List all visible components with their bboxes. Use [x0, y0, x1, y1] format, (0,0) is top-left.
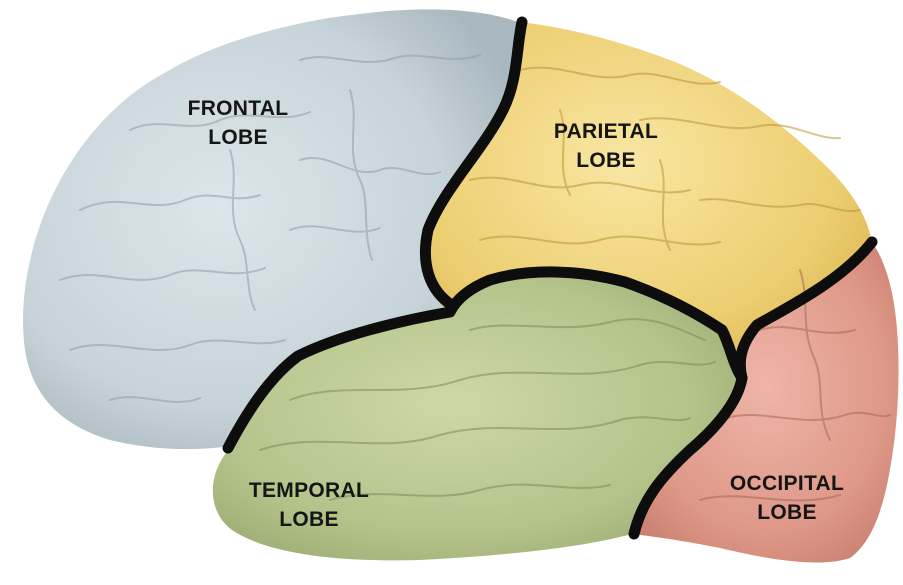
occipital-lobe-label: OCCIPITAL LOBE — [712, 469, 862, 527]
parietal-lobe-label-line1: PARIETAL — [536, 117, 676, 146]
temporal-lobe-label-line1: TEMPORAL — [234, 476, 384, 505]
parietal-lobe-label: PARIETAL LOBE — [536, 117, 676, 175]
frontal-lobe-label-line2: LOBE — [168, 123, 308, 152]
temporal-lobe-label: TEMPORAL LOBE — [234, 476, 384, 534]
temporal-lobe-label-line2: LOBE — [234, 505, 384, 534]
occipital-lobe-label-line1: OCCIPITAL — [712, 469, 862, 498]
frontal-lobe-label-line1: FRONTAL — [168, 94, 308, 123]
frontal-lobe-label: FRONTAL LOBE — [168, 94, 308, 152]
occipital-lobe-label-line2: LOBE — [712, 498, 862, 527]
parietal-lobe-label-line2: LOBE — [536, 146, 676, 175]
